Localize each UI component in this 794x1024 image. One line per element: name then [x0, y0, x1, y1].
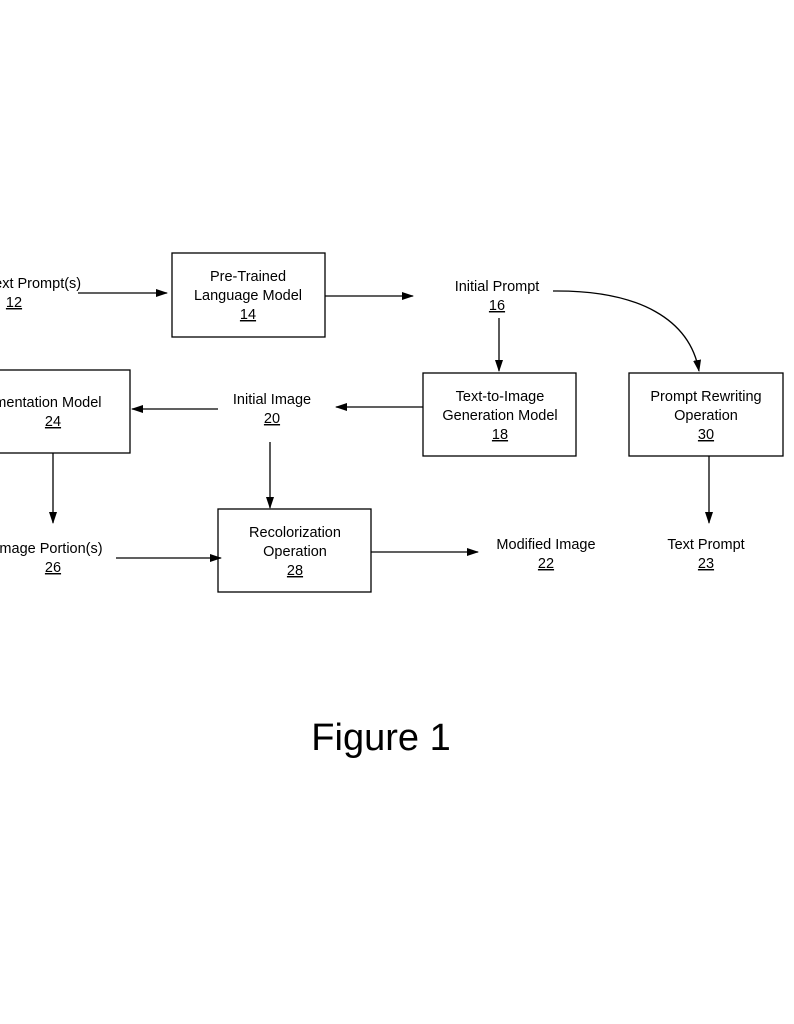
text-prompt-ref: 23: [698, 556, 714, 572]
recolorization-box: [217, 508, 372, 593]
initial-image-ref: 20: [264, 411, 280, 427]
language-model-box: [171, 252, 326, 338]
modified-image-ref: 22: [538, 556, 554, 572]
modified-image-node: Modified Image 22: [496, 537, 595, 572]
language-model-node: Pre-Trained Language Model 14: [171, 252, 326, 338]
recolorization-label-line2: Operation: [263, 544, 327, 560]
initial-prompt-node: Initial Prompt 16: [455, 279, 540, 314]
text-prompt-node: Text Prompt 23: [667, 537, 744, 572]
initial-prompt-ref: 16: [489, 298, 505, 314]
modified-image-label: Modified Image: [496, 537, 595, 553]
text-prompts-node: Text Prompt(s) 12: [0, 276, 81, 311]
text-prompt-label: Text Prompt: [667, 537, 744, 553]
initial-prompt-label: Initial Prompt: [455, 279, 540, 295]
text-to-image-ref: 18: [492, 427, 508, 443]
segmentation-model-box: [0, 369, 131, 454]
text-prompts-label: Text Prompt(s): [0, 276, 81, 292]
image-portions-node: Image Portion(s) 26: [0, 541, 103, 576]
recolorization-node: Recolorization Operation 28: [217, 508, 372, 593]
initial-image-node: Initial Image 20: [233, 392, 311, 427]
language-model-label-line2: Language Model: [194, 288, 302, 304]
prompt-rewriting-label-line2: Operation: [674, 408, 738, 424]
recolorization-ref: 28: [287, 563, 303, 579]
text-to-image-box: [422, 372, 577, 457]
segmentation-model-label: Segmentation Model: [0, 395, 102, 411]
segmentation-model-ref: 24: [45, 414, 61, 430]
text-to-image-label-line1: Text-to-Image: [456, 389, 545, 405]
image-portions-label: Image Portion(s): [0, 541, 103, 557]
image-portions-ref: 26: [45, 560, 61, 576]
segmentation-model-node: Segmentation Model 24: [0, 369, 131, 454]
text-to-image-node: Text-to-Image Generation Model 18: [422, 372, 577, 457]
arrow-initial-prompt-to-prompt-rewriting: [552, 290, 702, 372]
recolorization-label-line1: Recolorization: [249, 525, 341, 541]
language-model-label-line1: Pre-Trained: [210, 269, 286, 285]
prompt-rewriting-node: Prompt Rewriting Operation 30: [628, 372, 784, 457]
text-to-image-label-line2: Generation Model: [442, 408, 557, 424]
prompt-rewriting-label-line1: Prompt Rewriting: [650, 389, 761, 405]
initial-image-label: Initial Image: [233, 392, 311, 408]
prompt-rewriting-box: [628, 372, 784, 457]
text-prompts-ref: 12: [6, 295, 22, 311]
figure-caption: Figure 1: [311, 717, 450, 759]
language-model-ref: 14: [240, 307, 256, 323]
prompt-rewriting-ref: 30: [698, 427, 714, 443]
